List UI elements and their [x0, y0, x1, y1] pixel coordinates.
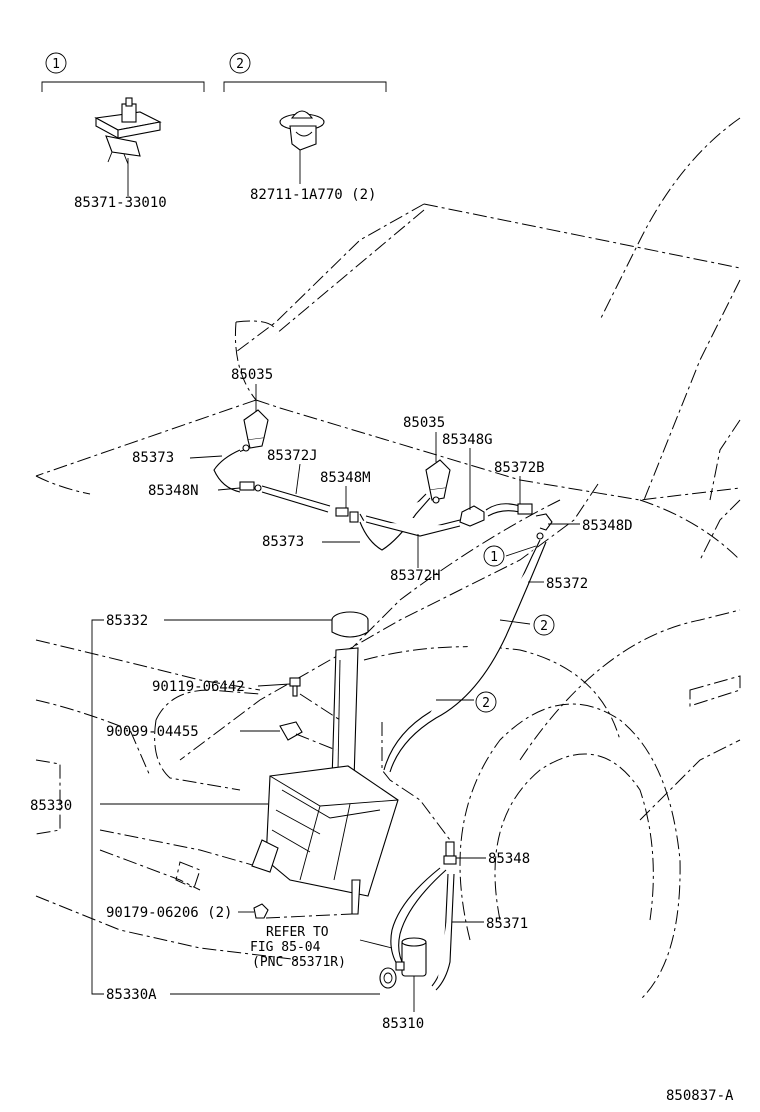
- label-joint-85348N: 85348N: [148, 483, 199, 499]
- inset-view-1: 1 85371-33010: [41, 52, 205, 211]
- inset-2-callout: 2: [236, 57, 244, 72]
- label-grommet-85330A: 85330A: [106, 987, 157, 1003]
- callout-1: 1: [490, 550, 498, 565]
- inset-1-part-number: 85371-33010: [74, 195, 167, 211]
- label-hose-85373-top: 85373: [132, 450, 174, 466]
- joint-85348D-icon: [535, 513, 553, 540]
- label-nozzle-right: 85035: [403, 415, 445, 431]
- label-inlet-85332: 85332: [106, 613, 148, 629]
- label-clip-90099: 90099-04455: [106, 724, 199, 740]
- washer-motor-icon: [395, 937, 427, 977]
- label-refer-line3: (PNC 85371R): [252, 955, 346, 970]
- label-joint-85348D: 85348D: [582, 518, 633, 534]
- part-labels: 85035 85373 85348N 85372J 85348M 85035 8…: [30, 367, 734, 1104]
- label-joint-85348G: 85348G: [442, 432, 493, 448]
- label-joint-85348: 85348: [488, 851, 530, 867]
- joint-85348M-icon: [335, 507, 359, 523]
- label-hose-85373-bottom: 85373: [262, 534, 304, 550]
- label-motor-85310: 85310: [382, 1016, 424, 1032]
- nozzle-left-icon: [242, 409, 269, 452]
- clip-icon: [279, 721, 303, 741]
- nozzle-icon: [94, 97, 162, 165]
- inset-2-part-number: 82711-1A770 (2): [250, 187, 376, 203]
- callout-2a: 2: [540, 619, 548, 634]
- label-bolt-90119: 90119-06442: [152, 679, 245, 695]
- grommet-icon: [379, 967, 397, 989]
- label-hose-85372H: 85372H: [390, 568, 441, 584]
- label-hose-85372J: 85372J: [267, 448, 318, 464]
- label-refer-line1: REFER TO: [266, 925, 329, 940]
- label-tank-85330: 85330: [30, 798, 72, 814]
- joint-85348-icon: [443, 841, 457, 865]
- label-nozzle-left: 85035: [231, 367, 273, 383]
- leader-lines: [91, 384, 580, 1012]
- washer-tank-assembly: [251, 611, 451, 989]
- washer-hoses: [213, 409, 553, 991]
- joint-85348G-icon: [459, 505, 485, 527]
- inlet-cap-icon: [331, 611, 369, 638]
- nut-icon: [253, 903, 269, 919]
- inset-1-callout: 1: [52, 57, 60, 72]
- label-hose-85372B: 85372B: [494, 460, 545, 476]
- callout-2b: 2: [482, 696, 490, 711]
- label-refer-line2: FIG 85-04: [250, 940, 321, 955]
- label-joint-85348M: 85348M: [320, 470, 371, 486]
- label-nut-90179: 90179-06206 (2): [106, 905, 232, 921]
- vehicle-outline: [35, 117, 741, 1001]
- nozzle-right-icon: [425, 459, 451, 504]
- hose-clip-icon: [279, 110, 325, 151]
- joint-85348N-icon: [239, 481, 262, 492]
- inset-view-2: 2 82711-1A770 (2): [223, 52, 387, 203]
- label-hose-85371: 85371: [486, 916, 528, 932]
- bolt-icon: [289, 677, 301, 697]
- label-hose-85372: 85372: [546, 576, 588, 592]
- figure-id: 850837-A: [666, 1088, 734, 1104]
